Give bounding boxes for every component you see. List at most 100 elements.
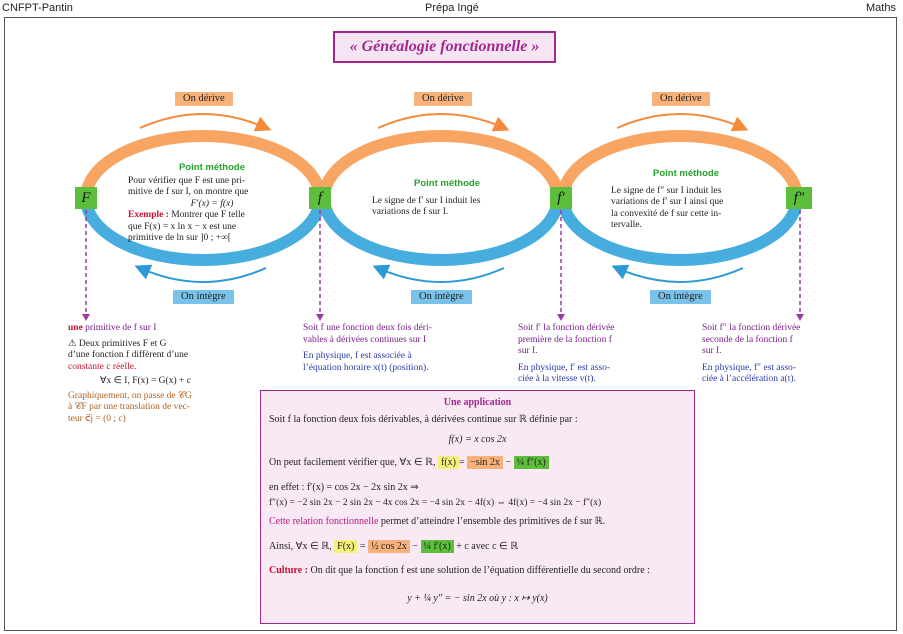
ellipse-bot-3 [557,198,803,266]
ellipse-top-1 [80,130,326,198]
note1-l4: constante c réelle. [68,361,137,372]
node-f-second: f″ [786,187,812,209]
note4-l3: sur I. [702,346,722,356]
point-methode-2: Point méthode Le signe de f′ sur I indui… [372,178,522,219]
app-l3b: f(x) [437,456,459,469]
app-l3c: = [458,457,468,468]
pm2-title: Point méthode [414,178,480,189]
note1-l5: ∀x ∈ I, F(x) = G(x) + c [100,376,191,386]
app-l7b: F(x) [334,540,358,553]
pm1-title: Point méthode [179,162,245,173]
node-F: F [75,187,97,209]
note-f-prime: Soit f′ la fonction dérivée première de … [518,323,658,386]
derive-label-3: On dérive [652,92,710,106]
note-f-second: Soit f″ la fonction dérivée seconde de l… [702,323,847,386]
note-f: Soit f une fonction deux fois déri- vabl… [303,323,468,374]
header-center: Prépa Ingé [425,2,479,14]
pm3-l2: variations de f′ sur I ainsi que [611,197,724,207]
note1-l2: ⚠ Deux primitives F et G [68,338,167,349]
note1-l6: Graphiquement, on passe de 𝒞G [68,390,192,401]
pm1-ex-l2: que F(x) = x ln x − x est une [128,221,237,232]
application-title: Une application [443,397,512,408]
integre-arrow-1 [134,264,267,283]
point-methode-1: Point méthode Pour vérifier que F est un… [128,162,296,245]
header-left: CNFPT-Pantin [2,2,73,14]
pm3-title: Point méthode [653,168,719,179]
app-l3e: − [502,457,514,468]
leader-fpp-head [796,314,804,321]
note3-l4: En physique, f′ est asso- [518,362,611,373]
pm1-l3: F′(x) = f(x) [190,198,234,209]
note2-l4: l’équation horaire x(t) (position). [303,362,429,373]
note-primitive: une primitive de f sur I ⚠ Deux primitiv… [68,323,223,425]
app-l5: f″(x) = −2 sin 2x − 2 sin 2x − 4x cos 2x… [269,498,602,508]
integre-arrow-2 [372,264,505,283]
derive-arrow-1 [139,113,272,132]
pm1-ex-l1: Montrer que F telle [171,210,245,220]
derive-arrow-3 [616,113,749,132]
app-l7e: − [409,541,421,552]
pm1-l1: Pour vérifier que F est une pri- [128,175,246,186]
note2-l3: En physique, f est associée à [303,351,412,361]
app-l3a: On peut facilement vérifier que, ∀x ∈ ℝ, [269,457,436,468]
note4-l4: En physique, f″ est asso- [702,362,796,373]
note3-l5: ciée à la vitesse v(t). [518,374,596,384]
header-right: Maths [866,2,896,14]
integre-arrow-3 [611,264,744,283]
derive-arrow-2 [377,113,510,132]
app-l7c: = [357,541,369,552]
pm3-l4: tervalle. [611,220,642,230]
app-l6b: permet d’atteindre l’ensemble des primit… [378,516,606,527]
note2-l1: Soit f une fonction deux fois déri- [303,323,432,333]
note3-l2: première de la fonction f [518,334,612,345]
application-box: Une application Soit f la fonction deux … [260,390,695,624]
ellipse-top-2 [318,130,564,198]
pm3-l1: Le signe de f″ sur I induit les [611,185,722,196]
leader-F-head [82,314,90,321]
ellipse-bot-2 [318,198,564,266]
derive-label-1: On dérive [175,92,233,106]
page-frame [4,17,897,631]
pm2-l1: Le signe de f′ sur I induit les [372,195,481,206]
derive-label-2: On dérive [414,92,472,106]
app-l3: On peut facilement vérifier que, ∀x ∈ ℝ,… [269,456,549,469]
leader-f-head [316,314,324,321]
note4-l2: seconde de la fonction f [702,334,793,345]
app-l6a: Cette relation fonctionnelle [269,516,379,527]
app-l6: Cette relation fonctionnelle permet d’at… [269,516,605,528]
app-l1: Soit f la fonction deux fois dérivables,… [269,414,578,425]
integre-label-3: On intègre [650,290,711,304]
node-f-prime: f′ [550,187,572,209]
note1-l3: d’une fonction f diffèrent d’une [68,350,189,360]
pm1-ex-l3: primitive de ln sur ]0 ; +∞[ [128,233,231,243]
app-l3f: ¼ f″(x) [513,456,549,469]
app-l7g: + c avec c ∈ ℝ [453,541,519,552]
note1-l7: à 𝒞F par une translation de vec- [68,402,190,412]
app-l4: en effet : f′(x) = cos 2x − 2x sin 2x ⇒ [269,482,419,493]
pm1-ex-label: Exemple : [128,210,169,220]
note1-l1b: primitive de f sur I [85,323,157,333]
app-l2: f(x) = x cos 2x [448,434,507,445]
note2-l2: vables à dérivées continues sur I [303,334,427,345]
pm2-l2: variations de f sur I. [372,207,449,217]
page-title: « Généalogie fonctionnelle » [333,31,556,63]
integre-label-2: On intègre [411,290,472,304]
ellipse-top-3 [557,130,803,198]
point-methode-3: Point méthode Le signe de f″ sur I indui… [611,168,761,232]
ellipse-bot-1 [80,198,326,266]
note1-l1a: une [68,323,83,333]
integre-label-1: On intègre [173,290,234,304]
note1-l8: teur c⃗j = (0 ; c) [68,413,126,424]
app-l7a: Ainsi, ∀x ∈ ℝ, [269,541,332,552]
pm3-l3: la convexité de f sur cette in- [611,208,722,219]
note4-l5: ciée à l’accélération a(t). [702,374,796,384]
app-l7f: ¼ f′(x) [420,540,454,553]
app-l3d: −sin 2x [467,456,503,469]
node-f: f [309,187,331,209]
app-l8: Culture : On dit que la fonction f est u… [269,565,650,577]
app-l8a: Culture : [269,565,308,576]
leader-fp-head [557,314,565,321]
note3-l3: sur I. [518,346,538,356]
note4-l1: Soit f″ la fonction dérivée [702,323,801,333]
